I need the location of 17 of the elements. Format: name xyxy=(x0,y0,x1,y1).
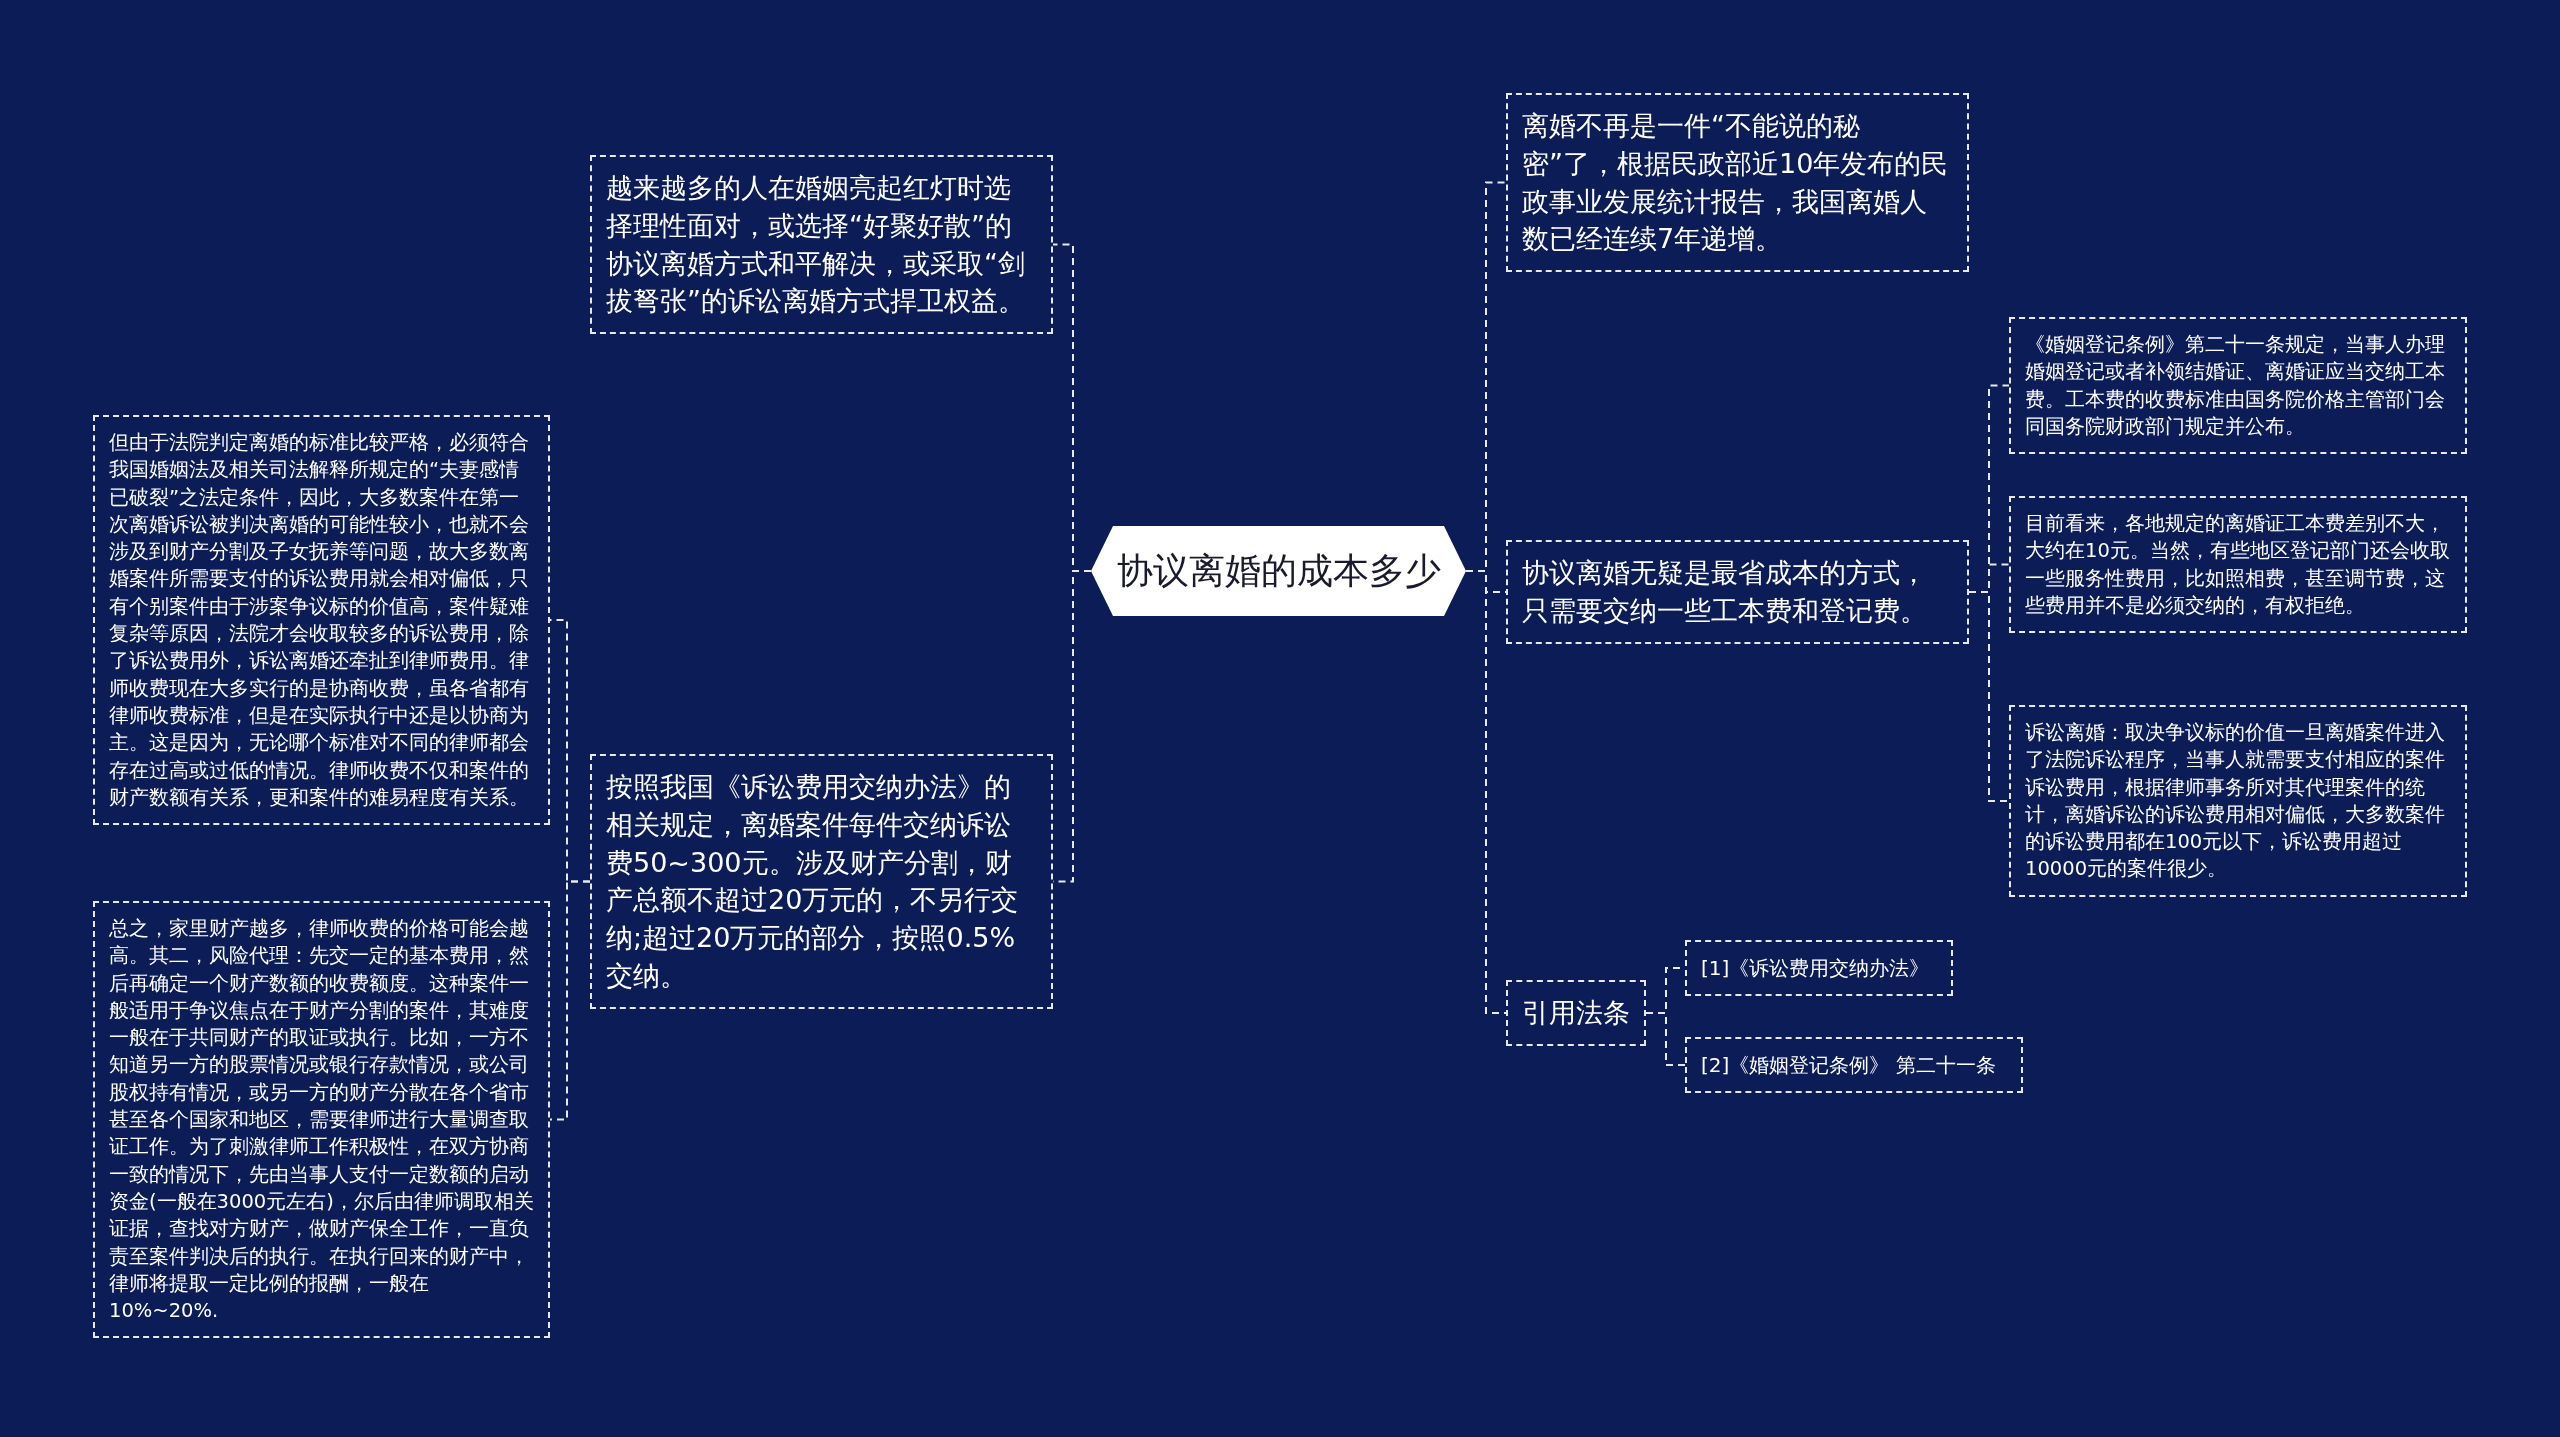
text-box: 目前看来，各地规定的离婚证工本费差别不大，大约在10元。当然，有些地区登记部门还会收取一些服务性费用，比如照相费，甚至调节费，这些费用并不是必须交纳的，有权拒绝。 xyxy=(2009,496,2467,634)
text-box: 诉讼离婚：取决争议标的价值一旦离婚案件进入了法院诉讼程序，当事人就需要支付相应的案件诉讼费用，根据律师事务所对其代理案件的统计，离婚诉讼的诉讼费用相对偏低，大多数案件的诉讼费用都在100元以下，诉讼费用超过10000元的案件很少。 xyxy=(2009,705,2467,897)
text-box: [1]《诉讼费用交纳办法》 xyxy=(1685,940,1953,996)
text-box: 离婚不再是一件“不能说的秘密”了，根据民政部近10年发布的民政事业发展统计报告，我国离婚人数已经连续7年递增。 xyxy=(1506,93,1969,273)
text-box: 《婚姻登记条例》第二十一条规定，当事人办理婚姻登记或者补领结婚证、离婚证应当交纳工本费。工本费的收费标准由国务院价格主管部门会同国务院财政部门规定并公布。 xyxy=(2009,317,2467,455)
topic-title: 协议离婚的成本多少 xyxy=(1115,549,1442,593)
connector-line xyxy=(1968,591,2010,802)
central-topic-hexagon xyxy=(1091,526,1466,616)
text-box: [2]《婚姻登记条例》 第二十一条 xyxy=(1685,1037,2023,1093)
text-box: 越来越多的人在婚姻亮起红灯时选择理性面对，或选择“好聚好散”的协议离婚方式和平解决，或采取“剑拔弩张”的诉讼离婚方式捍卫权益。 xyxy=(590,155,1053,335)
text-box: 总之，家里财产越多，律师收费的价格可能会越高。其二，风险代理：先交一定的基本费用，然后再确定一个财产数额的收费额度。这种案件一般适用于争议焦点在于财产分割的案件，其难度一般在于共同财产的取证或执行。比如，一方不知道另一方的股票情况或银行存款情况，或公司股权持有情况，或另一方的财产分散在各个省市甚至各个国家和地区，需要律师进行大量调查取证工作。为了刺激律师工作积极性，在双方协商一致的情况下，先由当事人支付一定数额的启动资金(一般在3000元左右)，尔后由律师调取相关证据，查找对方财产，做财产保全工作，一直负责至案件判决后的执行。在执行回来的财产中，律师将提取一定比例的报酬，一般在10%~20%. xyxy=(93,901,550,1339)
text-box: 协议离婚无疑是最省成本的方式，只需要交纳一些工本费和登记费。 xyxy=(1506,540,1969,644)
connector-line xyxy=(1645,1012,1686,1066)
text-box: 按照我国《诉讼费用交纳办法》的相关规定，离婚案件每件交纳诉讼费50~300元。涉及财产分割，财产总额不超过20万元的，不另行交纳;超过20万元的部分，按照0.5%交纳。 xyxy=(590,754,1053,1009)
text-box: 引用法条 xyxy=(1506,980,1646,1046)
connector-line xyxy=(549,880,591,1121)
text-box: 但由于法院判定离婚的标准比较严格，必须符合我国婚姻法及相关司法解释所规定的“夫妻感情已破裂”之法定条件，因此，大多数案件在第一次离婚诉讼被判决离婚的可能性较小，也就不会涉及到财产分割及子女抚养等问题，故大多数离婚案件所需要支付的诉讼费用就会相对偏低，只有个别案件由于涉案争议标的价值高，案件疑难复杂等原因，法院才会收取较多的诉讼费用，除了诉讼费用外，诉讼离婚还牵扯到律师费用。律师收费现在大多实行的是协商收费，虽各省都有律师收费标准，但是在实际执行中还是以协商为主。这是因为，无论哪个标准对不同的律师都会存在过高或过低的情况。律师收费不仅和案件的财产数额有关系，更和案件的难易程度有关系。 xyxy=(93,415,550,826)
